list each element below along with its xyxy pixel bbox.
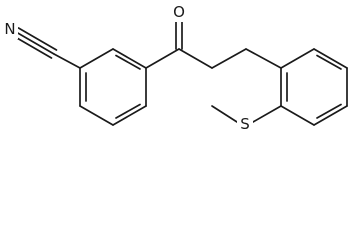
ring1-to-carbonyl-bond — [145, 48, 180, 69]
thioether-s-label-bg — [237, 114, 253, 134]
nitrile-triple-bond-3 — [12, 35, 53, 59]
chain-bond-2 — [211, 48, 247, 69]
thioether-s-label: S — [240, 115, 250, 133]
structure-canvas: N O S — [2, 2, 348, 134]
chain-bond-1 — [178, 48, 213, 69]
ring2-bond-a — [280, 48, 315, 69]
carbonyl-o-label-bg — [171, 2, 187, 22]
ring2-double-3 — [316, 103, 342, 119]
ring1-bond-d — [112, 105, 147, 126]
nitrile-triple-bond-2 — [17, 27, 58, 51]
ring2-bond-b — [313, 48, 348, 69]
nitrile-triple-bond-1 — [15, 31, 55, 55]
ring1-bond-e — [79, 105, 114, 126]
ring2-double-2 — [316, 54, 342, 70]
ring1-double-2 — [115, 103, 141, 119]
sulfur-to-methyl-bond — [211, 105, 238, 123]
ring2-bond-e — [280, 105, 315, 126]
ring1-bond-b — [112, 48, 147, 69]
ring2-bond-d — [313, 105, 348, 126]
ring1-double-1 — [115, 54, 141, 70]
nitrile-n-label: N — [4, 20, 15, 38]
nitrile-n-label-bg — [2, 19, 18, 39]
carbonyl-o-label: O — [173, 3, 185, 21]
ring2-to-sulfur-bond — [252, 105, 282, 123]
nitrile-to-ring-bond — [53, 53, 81, 69]
molecule-structure: N O S — [2, 2, 348, 134]
ring1-bond-a — [79, 48, 114, 69]
chain-to-ring2-bond — [245, 48, 282, 69]
